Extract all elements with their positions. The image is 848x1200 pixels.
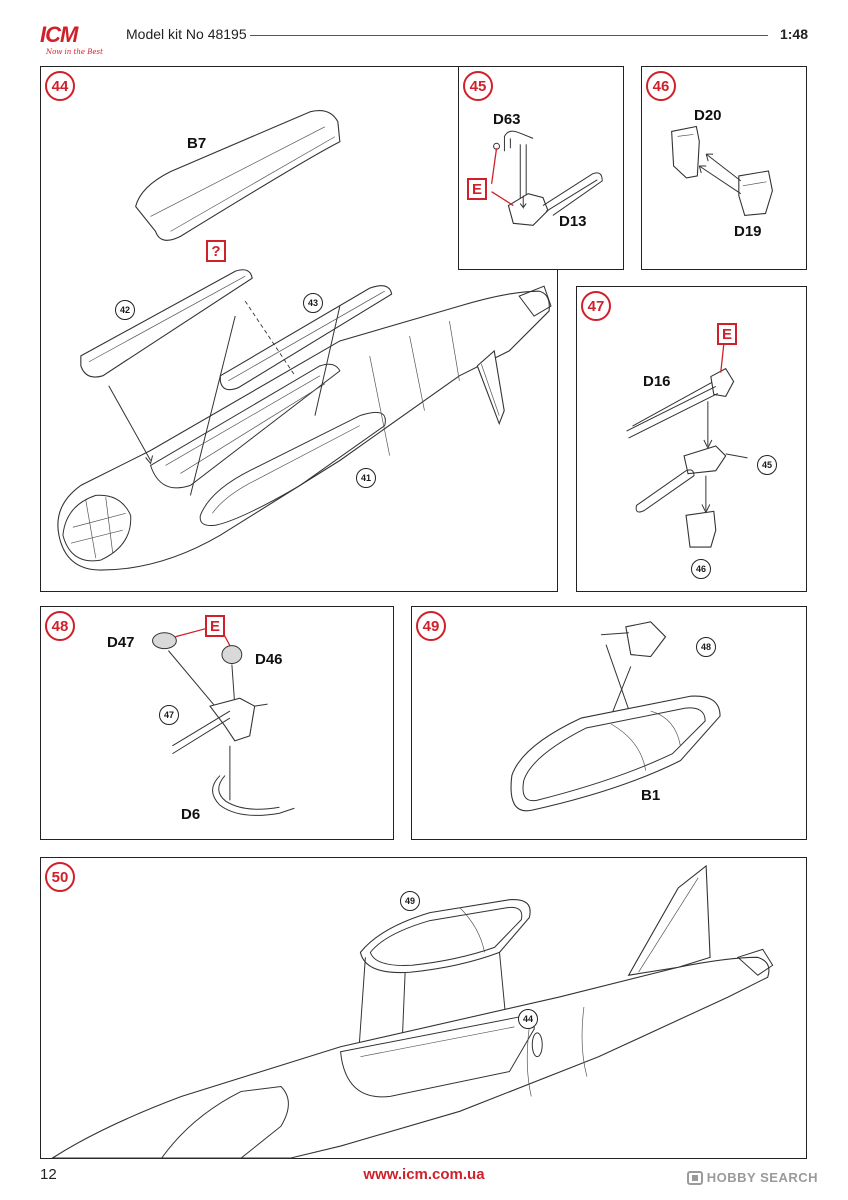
model-kit-number: Model kit No 48195 bbox=[126, 26, 247, 42]
part-label-d20: D20 bbox=[694, 107, 722, 124]
ref-step-47: 47 bbox=[159, 705, 179, 725]
ref-step-48: 48 bbox=[696, 637, 716, 657]
ref-step-43: 43 bbox=[303, 293, 323, 313]
part-label-d19: D19 bbox=[734, 223, 762, 240]
part-label-d63: D63 bbox=[493, 111, 521, 128]
step-50-final-assembly-drawing bbox=[50, 864, 774, 1159]
step-44-fuselage-drawing bbox=[57, 110, 552, 571]
part-label-d46: D46 bbox=[255, 651, 283, 668]
step-49-badge: 49 bbox=[416, 611, 446, 641]
page-number: 12 bbox=[40, 1166, 57, 1183]
part-label-d47: D47 bbox=[107, 634, 135, 651]
step-50-badge: 50 bbox=[45, 862, 75, 892]
logo-brand: ICM bbox=[40, 22, 78, 47]
step-44-badge: 44 bbox=[45, 71, 75, 101]
ref-step-46: 46 bbox=[691, 559, 711, 579]
icm-logo: ICM Now in the Best bbox=[40, 22, 120, 62]
hobby-search-logo-icon bbox=[686, 1170, 703, 1185]
step-45-panel: 45 D63 E D13 bbox=[458, 66, 624, 270]
step-49-canopy-drawing bbox=[510, 621, 721, 812]
step-48-panel: 48 D47 E D46 47 D6 bbox=[40, 606, 394, 840]
step-47-gun-assembly-drawing bbox=[626, 344, 748, 548]
step-48-turret-drawing bbox=[152, 628, 295, 816]
step-46-bracket-drawing bbox=[671, 125, 773, 217]
part-label-d16: D16 bbox=[643, 373, 671, 390]
step-45-badge: 45 bbox=[463, 71, 493, 101]
ref-step-49: 49 bbox=[400, 891, 420, 911]
part-label-b1: B1 bbox=[641, 787, 661, 804]
step-47-badge: 47 bbox=[581, 291, 611, 321]
website-link[interactable]: www.icm.com.ua bbox=[363, 1166, 485, 1183]
kit-scale: 1:48 bbox=[779, 26, 808, 42]
part-label-d13: D13 bbox=[559, 213, 587, 230]
ref-step-45: 45 bbox=[757, 455, 777, 475]
header-rule bbox=[250, 35, 768, 36]
part-label-d6: D6 bbox=[181, 806, 201, 823]
watermark-text: HOBBY SEARCH bbox=[706, 1170, 818, 1185]
ref-step-42: 42 bbox=[115, 300, 135, 320]
logo-tagline: Now in the Best bbox=[46, 48, 103, 56]
hobby-search-watermark: HOBBY SEARCH bbox=[686, 1170, 818, 1185]
step-45-gun-mount-drawing bbox=[490, 130, 603, 226]
ref-step-41: 41 bbox=[356, 468, 376, 488]
ref-step-44: 44 bbox=[518, 1009, 538, 1029]
step-46-badge: 46 bbox=[646, 71, 676, 101]
step-48-badge: 48 bbox=[45, 611, 75, 641]
step-47-panel: 47 E D16 45 46 bbox=[576, 286, 807, 592]
color-unknown-mark: ? bbox=[206, 240, 226, 262]
step-49-panel: 49 48 B1 bbox=[411, 606, 807, 840]
color-mark-e: E bbox=[205, 615, 225, 637]
part-label-b7: B7 bbox=[187, 135, 207, 152]
color-mark-e: E bbox=[717, 323, 737, 345]
step-50-panel: 50 49 44 bbox=[40, 857, 807, 1159]
step-46-panel: 46 D20 D19 bbox=[641, 66, 807, 270]
color-mark-e: E bbox=[467, 178, 487, 200]
